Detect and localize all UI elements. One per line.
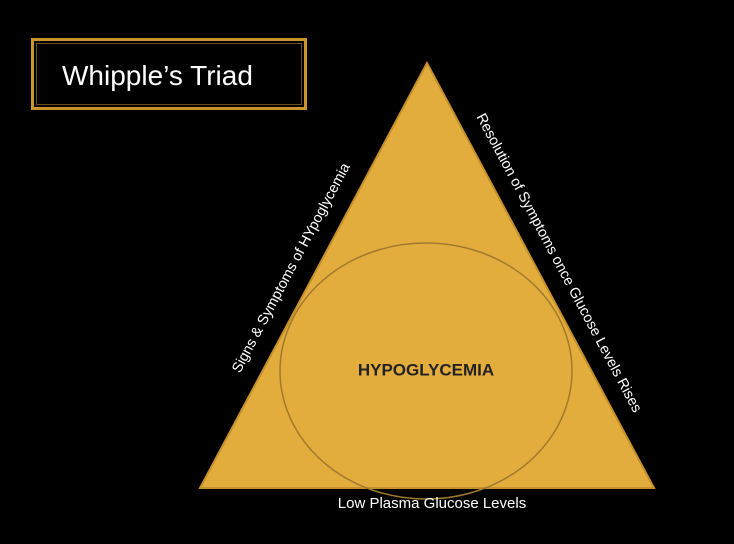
bottom-side-label: Low Plasma Glucose Levels: [338, 495, 526, 512]
center-label: HYPOGLYCEMIA: [358, 360, 494, 379]
title-box: Whipple’s Triad: [31, 38, 307, 110]
hypoglycemia-circle: [279, 242, 573, 500]
triad-triangle: [198, 60, 656, 489]
